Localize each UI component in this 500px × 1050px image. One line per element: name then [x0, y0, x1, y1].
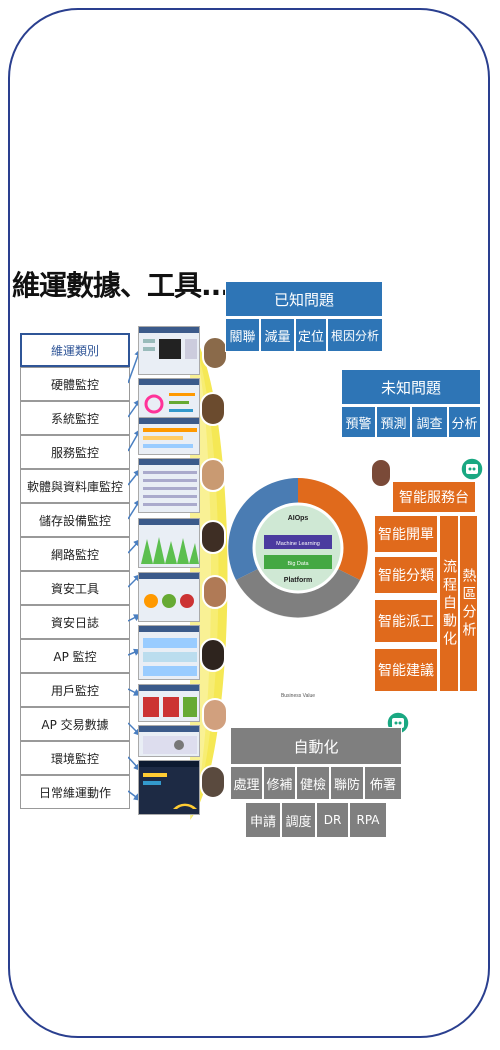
smart-service-item: 智能分類 [374, 556, 438, 594]
avatar [200, 458, 226, 492]
category-item: 用戶監控 [20, 673, 130, 707]
dashboard-thumbnail [138, 625, 200, 680]
category-item: 儲存設備監控 [20, 503, 130, 537]
dashboard-thumbnail [138, 518, 200, 568]
automation-item: 申請 [245, 802, 281, 838]
platform-ring-diagram: AIOps Machine Learning Big Data Platform… [228, 456, 368, 699]
category-item: 資安工具 [20, 571, 130, 605]
unknown-problems-item: 預警 [341, 406, 376, 438]
dashboard-thumbnail [138, 760, 200, 815]
automation-ring-label: Automation (Act) [279, 638, 317, 644]
smart-service-title: 智能服務台 [392, 481, 476, 513]
business-value-label: Business Value [281, 693, 315, 699]
known-problems-item: 關聯 [225, 318, 260, 352]
automation-item: 聯防 [330, 766, 364, 800]
category-item: AP 交易數據 [20, 707, 130, 741]
unknown-problems-title: 未知問題 [341, 369, 481, 405]
avatar [202, 575, 228, 609]
dashboard-thumbnail [138, 684, 200, 722]
service-desk-label: Service Desk Engage [307, 456, 355, 462]
monitoring-label: Monitoring Observe [244, 456, 288, 462]
machine-learning-label: Machine Learning [276, 541, 320, 547]
avatar [200, 520, 226, 554]
avatar [202, 698, 228, 732]
smart-service-item: 智能建議 [374, 648, 438, 692]
avatar [202, 336, 228, 370]
platform-label: Platform [284, 577, 312, 584]
category-item: 軟體與資料庫監控 [20, 469, 130, 503]
category-item: 資安日誌 [20, 605, 130, 639]
automation-item: 健檢 [296, 766, 330, 800]
avatar [200, 765, 226, 799]
category-item: 服務監控 [20, 435, 130, 469]
category-header: 維運類別 [20, 333, 130, 367]
category-item: 日常維運動作 [20, 775, 130, 809]
big-data-label: Big Data [287, 561, 309, 567]
known-problems-item: 定位 [295, 318, 327, 352]
dashboard-thumbnail [138, 572, 200, 622]
dashboard-thumbnail [138, 326, 200, 375]
flow-automation-label: 流程自動化 [439, 515, 459, 692]
automation-item: 處理 [230, 766, 263, 800]
automation-title: 自動化 [230, 727, 402, 765]
category-item: 環境監控 [20, 741, 130, 775]
page-title: 維運數據、工具... [12, 269, 231, 302]
hotspot-analysis-label: 熱區分析 [459, 515, 478, 692]
unknown-problems-item: 調查 [411, 406, 448, 438]
unknown-problems-item: 預測 [376, 406, 411, 438]
dashboard-thumbnail [138, 458, 200, 513]
category-item: AP 監控 [20, 639, 130, 673]
dashboard-thumbnail [138, 725, 200, 757]
known-problems-item: 根因分析 [327, 318, 383, 352]
category-item: 硬體監控 [20, 367, 130, 401]
automation-item: 修補 [263, 766, 296, 800]
smart-service-item: 智能開單 [374, 515, 438, 553]
robot-icon [460, 457, 484, 481]
rounded-frame [8, 8, 490, 1038]
unknown-problems-item: 分析 [448, 406, 481, 438]
avatar [370, 458, 392, 488]
automation-item: DR [316, 802, 349, 838]
smart-service-item: 智能派工 [374, 599, 438, 643]
category-item: 網路監控 [20, 537, 130, 571]
known-problems-item: 減量 [260, 318, 295, 352]
category-item: 系統監控 [20, 401, 130, 435]
avatar [200, 392, 226, 426]
automation-item: 佈署 [364, 766, 402, 800]
known-problems-title: 已知問題 [225, 281, 383, 317]
automation-item: RPA [349, 802, 387, 838]
avatar [200, 638, 226, 672]
automation-item: 調度 [281, 802, 316, 838]
aiops-label: AIOps [288, 515, 309, 522]
dashboard-thumbnail [138, 417, 200, 455]
